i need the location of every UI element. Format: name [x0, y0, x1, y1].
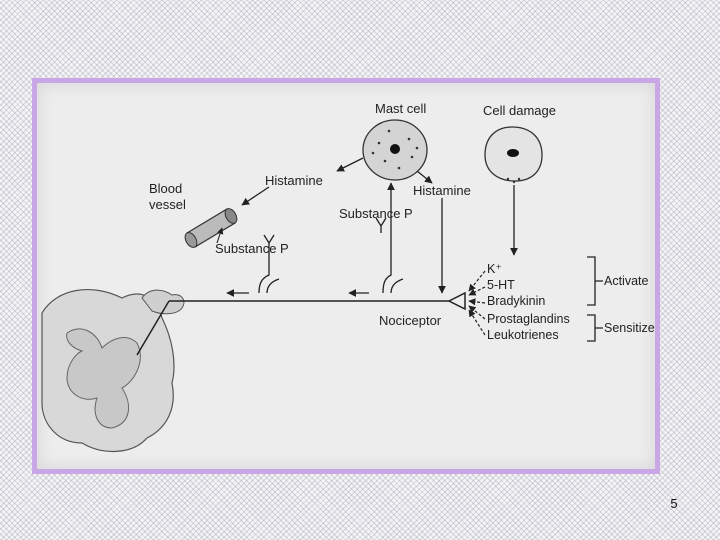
histamine-right-label: Histamine: [413, 183, 471, 198]
mast-to-histamine-arrow: [337, 158, 363, 171]
sensitize-bracket: [587, 315, 603, 341]
substance-p-left-label: Substance P: [215, 241, 289, 256]
mediator-prostaglandins: Prostaglandins: [487, 312, 570, 326]
figure-frame: Mast cell Cell damage Histamine Histamin…: [32, 78, 660, 474]
nociceptor-label: Nociceptor: [379, 313, 442, 328]
nociceptor-terminal: [449, 293, 465, 309]
mediator-arrows: [469, 271, 485, 335]
mediator-bradykinin: Bradykinin: [487, 294, 545, 308]
activate-label: Activate: [604, 274, 649, 288]
activate-bracket: [587, 257, 603, 305]
collateral-center-a: [383, 183, 391, 293]
mast-cell-label: Mast cell: [375, 101, 426, 116]
nociceptor-diagram: Mast cell Cell damage Histamine Histamin…: [37, 83, 655, 469]
mediator-k: K⁺: [487, 262, 502, 276]
mediator-leukotrienes: Leukotrienes: [487, 328, 559, 342]
spinal-cord: [42, 290, 184, 452]
page-number: 5: [664, 496, 684, 511]
diagram-canvas: Mast cell Cell damage Histamine Histamin…: [37, 83, 655, 469]
blood-label: Blood: [149, 181, 182, 196]
damaged-cell: [485, 127, 542, 183]
collateral-left-b: [267, 279, 279, 293]
cell-damage-label: Cell damage: [483, 103, 556, 118]
mast-to-histamine-right-arrow: [417, 171, 432, 183]
substance-p-center-label: Substance P: [339, 206, 413, 221]
sensitize-label: Sensitize: [604, 321, 655, 335]
collateral-center-b: [391, 279, 403, 293]
vessel-label: vessel: [149, 197, 186, 212]
mediator-5ht: 5-HT: [487, 278, 515, 292]
histamine-to-vessel-arrow: [242, 187, 269, 205]
histamine-left-label: Histamine: [265, 173, 323, 188]
